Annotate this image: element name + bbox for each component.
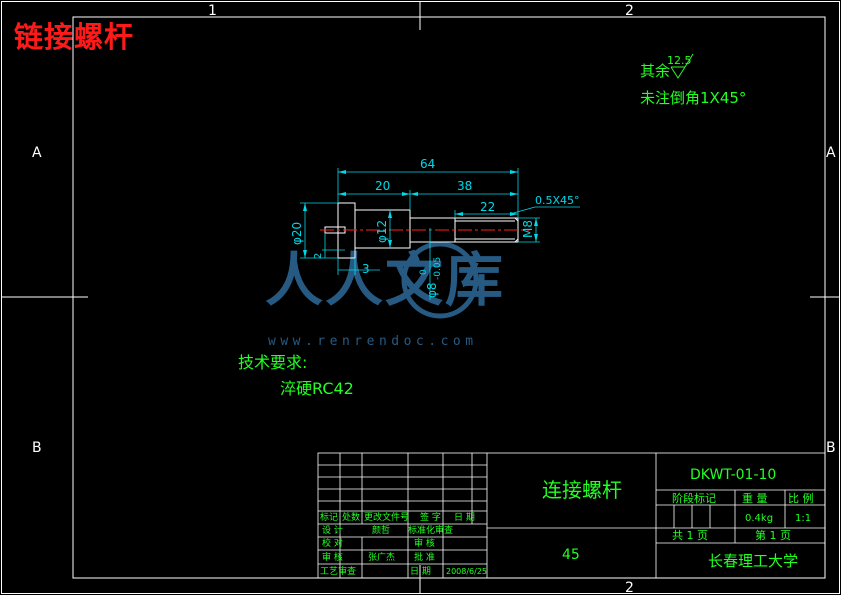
watermark: 人人文库 www.renrendoc.com [265, 241, 503, 349]
watermark-url: www.renrendoc.com [268, 334, 478, 349]
tb-examine: 审 核 [322, 551, 343, 563]
tb-drawing-no: DKWT-01-10 [690, 467, 776, 483]
tb-date-label: 日 期 [410, 566, 431, 577]
zone-label-right-a: A [826, 145, 836, 161]
watermark-logo-icon [401, 241, 479, 319]
zone-label-left-b: B [32, 440, 42, 456]
tb-examine-name: 张广杰 [368, 551, 395, 563]
zone-label-right-b: B [826, 440, 836, 456]
title-block-texts: 连接螺杆 45 DKWT-01-10 阶段标记 重 量 比 例 0.4kg 1:… [320, 467, 814, 577]
tech-requirement-item: 淬硬RC42 [280, 379, 354, 398]
dim-thread-length: 22 [480, 200, 495, 214]
note-chamfer: 未注倒角1X45° [640, 89, 746, 107]
dim-overall-length: 64 [420, 157, 435, 171]
dim-neck-diameter: φ12 [375, 220, 389, 243]
dim-thread: M8 [521, 220, 535, 238]
dim-shoulder: 3 [362, 262, 370, 276]
tb-weight-label: 重 量 [742, 491, 768, 505]
drawing-header-title: 链接螺杆 [14, 20, 135, 54]
tb-rev-header-1: 处数 [342, 511, 360, 523]
zone-label-top-1: 1 [208, 3, 217, 19]
tb-stage-mark: 阶段标记 [672, 491, 716, 505]
zone-label-left-a: A [32, 145, 42, 161]
dim-bore-tol-lower: -0.05 [433, 257, 443, 280]
tb-material: 45 [562, 547, 580, 563]
dimension-texts: 64 20 38 22 0.5X45° φ20 φ12 M8 2 3 φ8 0 … [290, 157, 580, 298]
dim-slot-depth: 2 [313, 253, 324, 259]
tb-rev-header-2: 更改文件号 [364, 511, 409, 523]
zone-label-bottom-2: 2 [625, 580, 634, 595]
dimension-arrows [303, 170, 538, 258]
dimension-lines [300, 168, 580, 300]
tb-approve: 批 准 [414, 551, 435, 563]
tb-design-name: 颜哲 [372, 524, 390, 536]
dim-bore-diameter: φ8 [425, 282, 439, 298]
dim-head-diameter: φ20 [290, 222, 304, 245]
zone-label-top-2: 2 [625, 3, 634, 19]
dim-bore-tol-upper: 0 [419, 269, 429, 275]
tb-design: 设 计 [322, 524, 343, 536]
tb-standardize: 标准化审查 [408, 524, 453, 536]
tb-sheets-total: 共 1 页 [672, 529, 708, 542]
chamfer-bottom [514, 238, 519, 243]
dim-chamfer: 0.5X45° [535, 194, 580, 207]
tech-requirements-heading: 技术要求: [238, 353, 307, 372]
note-roughness-value: 12.5 [667, 54, 692, 67]
tb-rev-header-4: 日 期 [454, 512, 475, 523]
tb-rev-header-0: 标记 [320, 511, 338, 523]
tb-sheet-no: 第 1 页 [755, 528, 791, 542]
tb-check: 校 对 [322, 537, 343, 549]
dim-shaft-length: 38 [457, 179, 472, 193]
title-block-grid [317, 452, 826, 579]
tb-part-name: 连接螺杆 [542, 478, 622, 502]
tb-rev-header-3: 签 字 [420, 511, 441, 523]
tb-school: 长春理工大学 [708, 552, 798, 570]
tb-review: 审 核 [414, 537, 435, 549]
dim-head-length: 20 [375, 179, 390, 193]
roughness-symbol-icon [670, 53, 694, 79]
tb-process: 工艺审查 [320, 565, 356, 577]
chamfer-top [514, 217, 519, 222]
tb-scale-value: 1:1 [795, 513, 811, 524]
note-roughness-prefix: 其余 [640, 62, 670, 80]
drawing-notes: 其余 12.5 未注倒角1X45° 技术要求: 淬硬RC42 [238, 54, 746, 398]
tb-weight-value: 0.4kg [745, 513, 773, 524]
tb-date-value: 2008/6/25 [446, 567, 487, 576]
tb-scale-label: 比 例 [788, 491, 814, 505]
